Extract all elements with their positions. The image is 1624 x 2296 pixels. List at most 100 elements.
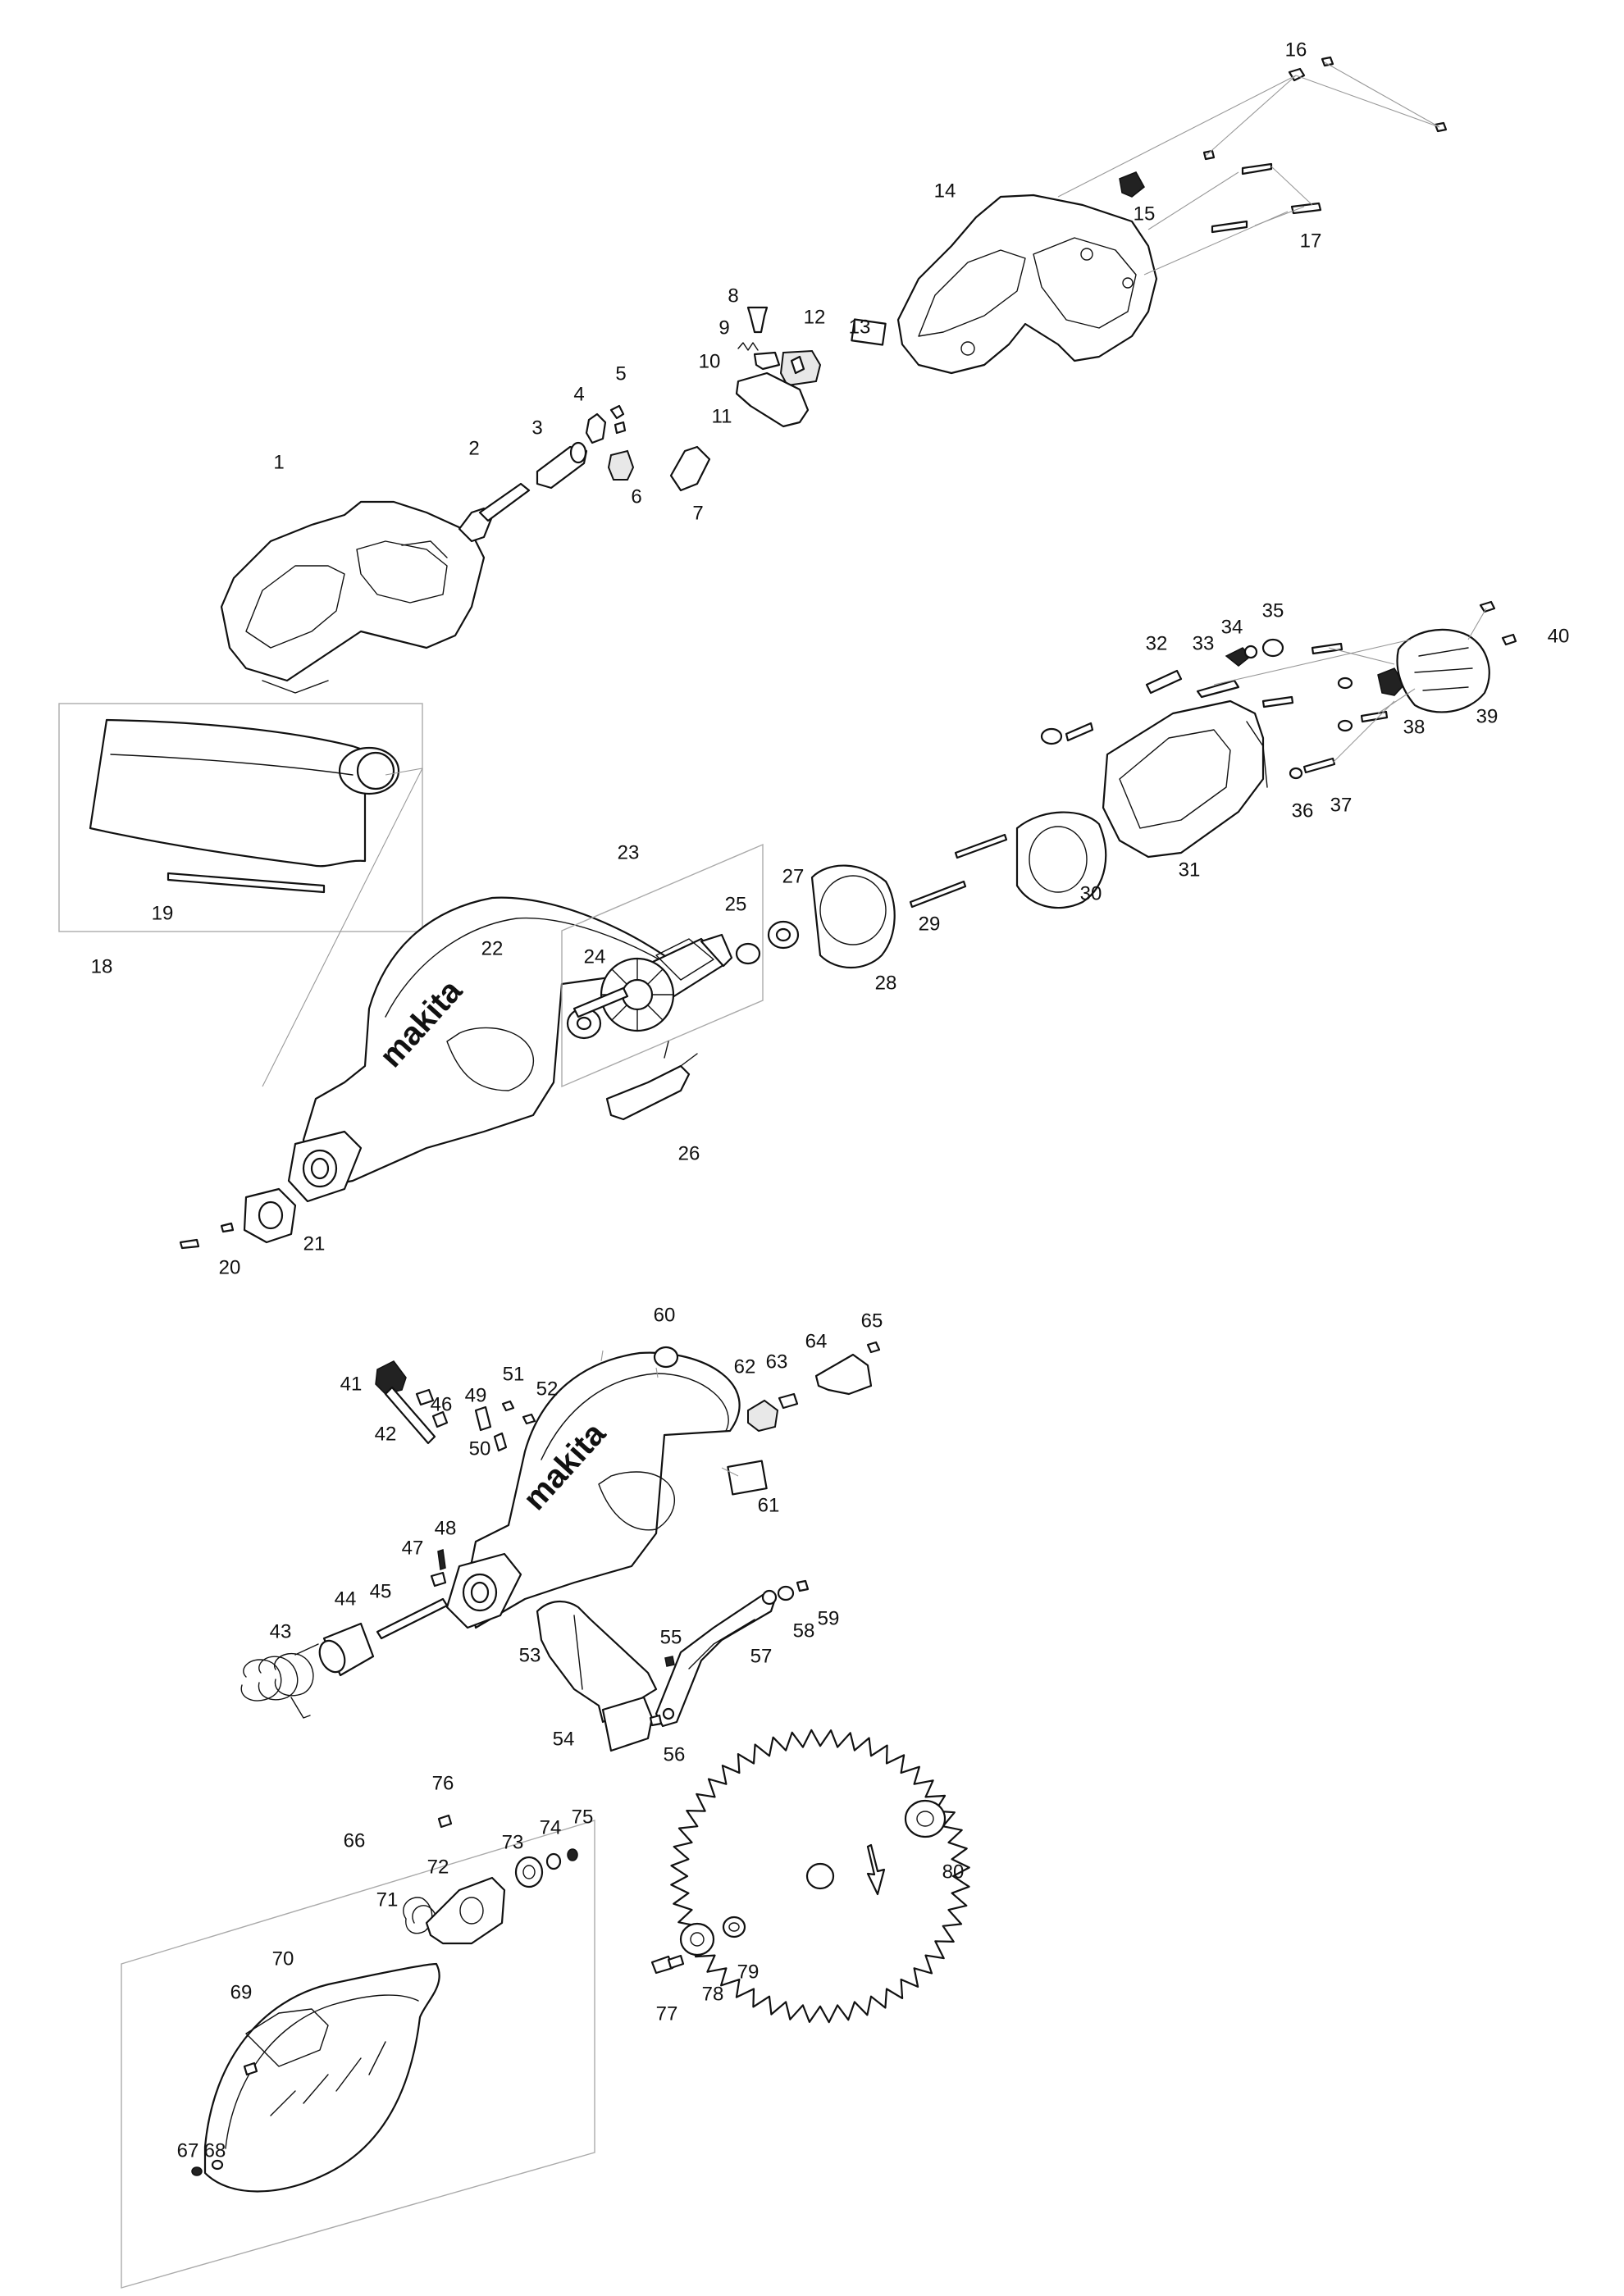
part-label-79: 79 xyxy=(737,1961,760,1983)
part-label-3: 3 xyxy=(531,417,542,439)
pin-46 xyxy=(431,1410,449,1428)
screw-16a xyxy=(1288,67,1306,82)
part-label-71: 71 xyxy=(376,1888,399,1911)
arm-assembly: makita xyxy=(240,1341,881,1752)
screw-56 xyxy=(649,1714,663,1727)
holder-6 xyxy=(607,449,635,481)
part-label-39: 39 xyxy=(1476,705,1499,727)
part-label-80: 80 xyxy=(942,1861,965,1883)
washer-67 xyxy=(191,2166,203,2176)
part-label-52: 52 xyxy=(536,1378,559,1400)
part-label-59: 59 xyxy=(818,1607,840,1629)
leader-lines-middle xyxy=(262,608,1487,1087)
shaft-45 xyxy=(376,1597,449,1640)
flange-73 xyxy=(514,1856,544,1888)
motor-assembly: makita xyxy=(58,600,1517,1250)
part-label-72: 72 xyxy=(427,1856,449,1878)
part-label-57: 57 xyxy=(750,1645,773,1667)
part-label-24: 24 xyxy=(584,945,606,968)
ring-79 xyxy=(722,1916,746,1938)
part-label-56: 56 xyxy=(664,1743,686,1765)
part-label-15: 15 xyxy=(1134,203,1156,225)
cap-60 xyxy=(653,1346,679,1369)
pad-13 xyxy=(851,318,887,346)
cover-7 xyxy=(669,445,711,492)
screw-40 xyxy=(1479,600,1496,613)
part-label-42: 42 xyxy=(375,1423,397,1445)
spring-43 xyxy=(240,1643,319,1719)
part-label-33: 33 xyxy=(1193,632,1215,654)
handle-assembly xyxy=(220,56,1448,694)
plate-72 xyxy=(425,1876,506,1945)
washer-36 xyxy=(1289,767,1303,780)
part-label-22: 22 xyxy=(481,937,504,959)
part-label-60: 60 xyxy=(654,1304,676,1326)
handle-half-right xyxy=(896,194,1158,375)
bearing-25 xyxy=(735,942,761,965)
spring-9 xyxy=(737,342,759,351)
blade-guard-upper-22 xyxy=(302,896,682,1191)
roller-49 xyxy=(474,1405,492,1432)
part-label-50: 50 xyxy=(469,1437,491,1460)
part-label-75: 75 xyxy=(572,1806,594,1828)
part-label-18: 18 xyxy=(91,955,113,977)
screw-69 xyxy=(243,2061,258,2076)
part-label-37: 37 xyxy=(1330,794,1353,816)
part-label-53: 53 xyxy=(519,1644,541,1666)
lever-62 xyxy=(747,1399,779,1433)
part-label-43: 43 xyxy=(270,1620,292,1642)
part-label-67: 67 xyxy=(177,2139,199,2162)
trigger-11 xyxy=(735,371,810,428)
part-label-70: 70 xyxy=(272,1947,294,1970)
part-label-41: 41 xyxy=(340,1373,363,1395)
part-label-17: 17 xyxy=(1300,230,1322,252)
part-label-66: 66 xyxy=(344,1829,366,1852)
part-label-25: 25 xyxy=(725,893,747,915)
clip-4 xyxy=(585,412,607,444)
part-label-8: 8 xyxy=(728,285,738,307)
lock-10 xyxy=(753,351,781,371)
cap-35 xyxy=(1261,638,1284,658)
screw-17a xyxy=(1241,162,1273,175)
part-label-29: 29 xyxy=(919,913,941,935)
part-label-13: 13 xyxy=(849,316,871,338)
part-label-30: 30 xyxy=(1080,882,1102,904)
part-label-45: 45 xyxy=(370,1580,392,1602)
lower-guard-assembly xyxy=(121,1729,970,2289)
part-label-48: 48 xyxy=(435,1517,457,1539)
part-label-40: 40 xyxy=(1548,625,1570,647)
part-label-35: 35 xyxy=(1262,599,1284,622)
part-label-38: 38 xyxy=(1403,716,1426,738)
part-label-28: 28 xyxy=(875,972,897,994)
part-label-47: 47 xyxy=(402,1537,424,1559)
part-label-58: 58 xyxy=(793,1620,815,1642)
part-label-4: 4 xyxy=(573,383,584,405)
part-label-26: 26 xyxy=(678,1142,700,1164)
screw-55 xyxy=(664,1656,675,1667)
part-label-55: 55 xyxy=(660,1626,682,1648)
button-8 xyxy=(746,306,769,334)
part-label-16: 16 xyxy=(1285,39,1307,61)
part-label-73: 73 xyxy=(502,1831,524,1853)
part-label-65: 65 xyxy=(861,1310,883,1332)
part-label-78: 78 xyxy=(702,1983,724,2005)
brush-33 xyxy=(1196,679,1240,699)
part-label-9: 9 xyxy=(718,317,729,339)
part-label-5: 5 xyxy=(615,362,626,385)
part-label-54: 54 xyxy=(553,1728,575,1750)
screw-37 xyxy=(1302,757,1336,774)
clip-15 xyxy=(1119,171,1145,198)
part-label-77: 77 xyxy=(656,2002,678,2025)
part-label-51: 51 xyxy=(503,1363,525,1385)
pin-42 xyxy=(415,1388,435,1406)
part-label-21: 21 xyxy=(303,1232,326,1255)
stator-ring-28 xyxy=(810,864,896,969)
part-label-61: 61 xyxy=(758,1494,780,1516)
part-label-12: 12 xyxy=(804,306,826,328)
long-bolt-29a xyxy=(909,880,967,909)
part-label-2: 2 xyxy=(468,437,479,459)
flange-80 xyxy=(904,1799,947,1838)
washer-58 xyxy=(777,1585,795,1601)
